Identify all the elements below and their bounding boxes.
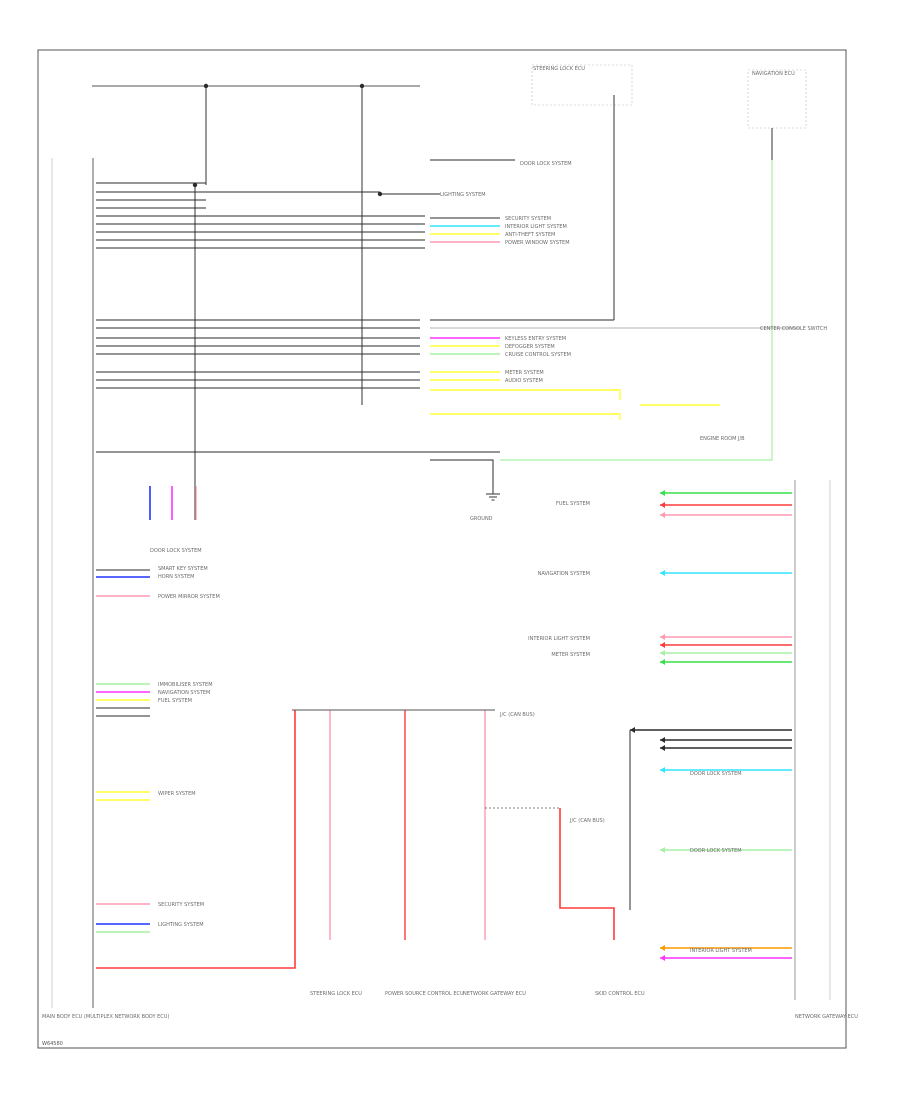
- splice-0: [203, 83, 209, 89]
- right-arrow-11: [660, 767, 665, 773]
- right-arrow-0: [660, 490, 665, 496]
- label-security: SECURITY SYSTEM: [505, 216, 551, 222]
- label-mirror: POWER MIRROR SYSTEM: [158, 594, 220, 600]
- right-arrow-1: [660, 502, 665, 508]
- label-door-lock-top: DOOR LOCK SYSTEM: [520, 161, 572, 167]
- label-bottom-power-source: POWER SOURCE CONTROL ECU: [385, 991, 464, 997]
- label-keyless: KEYLESS ENTRY SYSTEM: [505, 336, 566, 342]
- label-engine-room-jb: ENGINE ROOM J/B: [700, 436, 745, 442]
- label-anti-theft: ANTI-THEFT SYSTEM: [505, 232, 555, 238]
- wire-to-lighting: [379, 192, 440, 195]
- right-arrow-8: [630, 727, 635, 733]
- label-smart-key: SMART KEY SYSTEM: [158, 566, 208, 572]
- splice-1: [359, 83, 365, 89]
- label-main-body-ecu: MAIN BODY ECU (MULTIPLEX NETWORK BODY EC…: [42, 1014, 169, 1020]
- label-door-lock: DOOR LOCK SYSTEM: [150, 548, 202, 554]
- label-nav-ecu: NAVIGATION ECU: [752, 71, 795, 77]
- label-bottom-gateway: NETWORK GATEWAY ECU: [463, 991, 526, 997]
- label-layer: STEERING LOCK ECU NAVIGATION ECU CENTER CO…: [42, 66, 858, 1020]
- figure-code: W64580: [42, 1041, 63, 1047]
- gateway-connector: [794, 480, 831, 1000]
- right-arrow-4: [660, 634, 665, 640]
- label-right-fuel: FUEL SYSTEM: [556, 501, 590, 507]
- right-arrow-7: [660, 659, 665, 665]
- label-navigation: NAVIGATION SYSTEM: [158, 690, 210, 696]
- label-center-console: CENTER CONSOLE SWITCH: [760, 326, 827, 332]
- right-arrow-3: [660, 570, 665, 576]
- label-right-meter: METER SYSTEM: [551, 652, 590, 658]
- right-arrow-14: [660, 955, 665, 961]
- label-defogger: DEFOGGER SYSTEM: [505, 344, 555, 350]
- label-right-nav: NAVIGATION SYSTEM: [538, 571, 590, 577]
- symbol-layer: [192, 83, 665, 961]
- label-audio: AUDIO SYSTEM: [505, 378, 543, 384]
- wire-lightgreen-long: [500, 160, 773, 461]
- label-wiper: WIPER SYSTEM: [158, 791, 196, 797]
- right-arrow-10: [660, 745, 665, 751]
- label-lighting-2: LIGHTING SYSTEM: [158, 922, 204, 928]
- label-meter: METER SYSTEM: [505, 370, 544, 376]
- label-right-interior-2: INTERIOR LIGHT SYSTEM: [690, 948, 752, 954]
- label-ground: GROUND: [470, 516, 493, 522]
- wire-red-main: [96, 710, 296, 969]
- wire-yellow-5: [430, 389, 621, 400]
- can-junction-bus: [292, 709, 560, 809]
- label-fuel: FUEL SYSTEM: [158, 698, 192, 704]
- right-arrow-13: [660, 945, 665, 951]
- right-arrow-5: [660, 642, 665, 648]
- drop-to-skid: [559, 808, 615, 940]
- ground-symbol: [486, 486, 500, 501]
- diagram-border: [37, 49, 847, 1049]
- label-right-interior: INTERIOR LIGHT SYSTEM: [528, 636, 590, 642]
- label-bottom-skid: SKID CONTROL ECU: [595, 991, 645, 997]
- right-arrow-9: [660, 737, 665, 743]
- main-body-ecu-connector: [51, 158, 94, 1008]
- label-right-gateway: NETWORK GATEWAY ECU: [795, 1014, 858, 1020]
- label-lighting: LIGHTING SYSTEM: [440, 192, 486, 198]
- label-right-door-lock-2: DOOR LOCK SYSTEM: [690, 848, 742, 854]
- label-cruise: CRUISE CONTROL SYSTEM: [505, 352, 571, 358]
- label-immobiliser: IMMOBILISER SYSTEM: [158, 682, 213, 688]
- top-bus: [92, 85, 420, 520]
- wire-ground-b: [430, 459, 494, 486]
- label-horn: HORN SYSTEM: [158, 574, 194, 580]
- right-arrow-6: [660, 650, 665, 656]
- top-right-components: [531, 64, 807, 320]
- label-steering-lock: STEERING LOCK ECU: [533, 66, 585, 72]
- label-right-door-lock: DOOR LOCK SYSTEM: [690, 771, 742, 777]
- right-arrow-2: [660, 512, 665, 518]
- label-junction-2: J/C (CAN BUS): [569, 818, 605, 824]
- label-security-2: SECURITY SYSTEM: [158, 902, 204, 908]
- label-junction: J/C (CAN BUS): [499, 712, 535, 718]
- splice-2: [192, 182, 198, 188]
- wire-yellow-6: [430, 413, 621, 420]
- label-power-window: POWER WINDOW SYSTEM: [505, 240, 570, 246]
- label-bottom-steering: STEERING LOCK ECU: [310, 991, 362, 997]
- label-interior: INTERIOR LIGHT SYSTEM: [505, 224, 567, 230]
- right-arrow-12: [660, 847, 665, 853]
- wire-layer: [96, 159, 800, 969]
- splice-3: [377, 191, 383, 197]
